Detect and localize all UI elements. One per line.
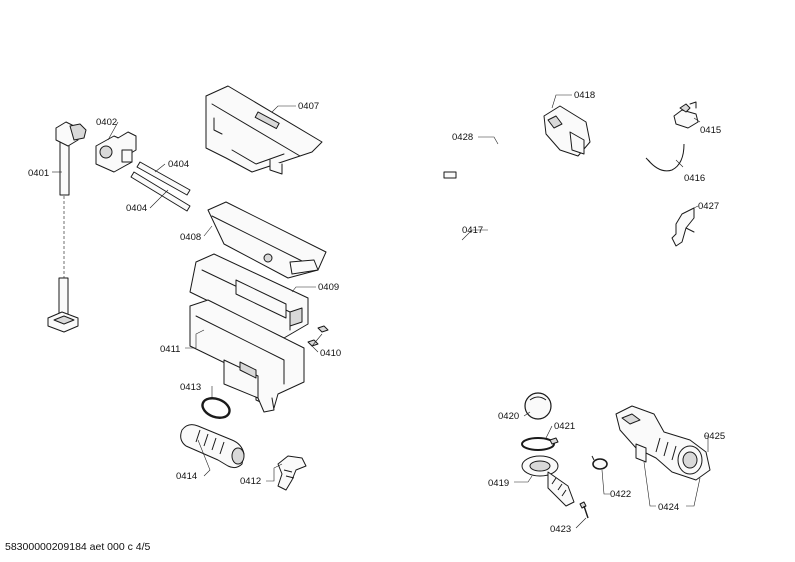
part-labels: 0401 0402 0404 0404 0407 0408 0409 0410 … <box>28 90 725 535</box>
inlet-valve-part[interactable] <box>95 131 137 173</box>
drawing-reference-footer: 58300000209184 aet 000 c 4/5 <box>5 541 151 553</box>
dispenser-drawer-part[interactable] <box>207 201 327 279</box>
pump-lid-part[interactable] <box>524 392 552 420</box>
pressure-sensor-part[interactable] <box>673 101 699 129</box>
label-0413[interactable]: 0413 <box>180 382 201 393</box>
screws-part[interactable] <box>307 325 329 347</box>
seal-ring-part[interactable] <box>200 395 232 421</box>
label-0409[interactable]: 0409 <box>318 282 339 293</box>
label-0421[interactable]: 0421 <box>554 421 575 432</box>
label-0418[interactable]: 0418 <box>574 90 595 101</box>
label-0425[interactable]: 0425 <box>704 431 725 442</box>
screw-part[interactable] <box>579 501 589 519</box>
bellows-hose-part[interactable] <box>180 424 245 469</box>
label-0404-lower[interactable]: 0404 <box>126 203 147 214</box>
dispenser-body-part[interactable] <box>189 299 305 413</box>
drain-pump-part[interactable] <box>615 405 711 481</box>
label-0411[interactable]: 0411 <box>160 344 180 355</box>
hose-clip-part[interactable] <box>671 207 695 247</box>
leader-lines <box>52 94 709 529</box>
hose-clamp-part[interactable] <box>521 437 559 451</box>
elbow-hose-part[interactable] <box>277 455 307 491</box>
filter-housing-part[interactable] <box>521 455 575 507</box>
label-0401[interactable]: 0401 <box>28 168 49 179</box>
label-0422[interactable]: 0422 <box>610 489 631 500</box>
drain-hose-part[interactable] <box>530 105 665 396</box>
label-0423[interactable]: 0423 <box>550 524 571 535</box>
small-hose-part[interactable] <box>492 118 520 166</box>
dispenser-housing-part[interactable] <box>189 253 309 339</box>
label-0415[interactable]: 0415 <box>700 125 721 136</box>
label-0412[interactable]: 0412 <box>240 476 261 487</box>
label-0420[interactable]: 0420 <box>498 411 519 422</box>
label-0402[interactable]: 0402 <box>96 117 117 128</box>
small-clamp-part[interactable] <box>591 455 608 470</box>
rods-part[interactable] <box>130 161 191 212</box>
label-0416[interactable]: 0416 <box>684 173 705 184</box>
label-0407[interactable]: 0407 <box>298 101 319 112</box>
label-0428[interactable]: 0428 <box>452 132 473 143</box>
label-0408[interactable]: 0408 <box>180 232 201 243</box>
label-0414[interactable]: 0414 <box>176 471 197 482</box>
label-0417[interactable]: 0417 <box>462 225 483 236</box>
label-0424[interactable]: 0424 <box>658 502 679 513</box>
sensor-cable-part[interactable] <box>645 143 685 172</box>
label-0410[interactable]: 0410 <box>320 348 341 359</box>
label-0419[interactable]: 0419 <box>488 478 509 489</box>
label-0404-upper[interactable]: 0404 <box>168 159 189 170</box>
inlet-hose-part[interactable] <box>47 121 87 333</box>
dispenser-top-part[interactable] <box>205 85 323 175</box>
label-0427[interactable]: 0427 <box>698 201 719 212</box>
